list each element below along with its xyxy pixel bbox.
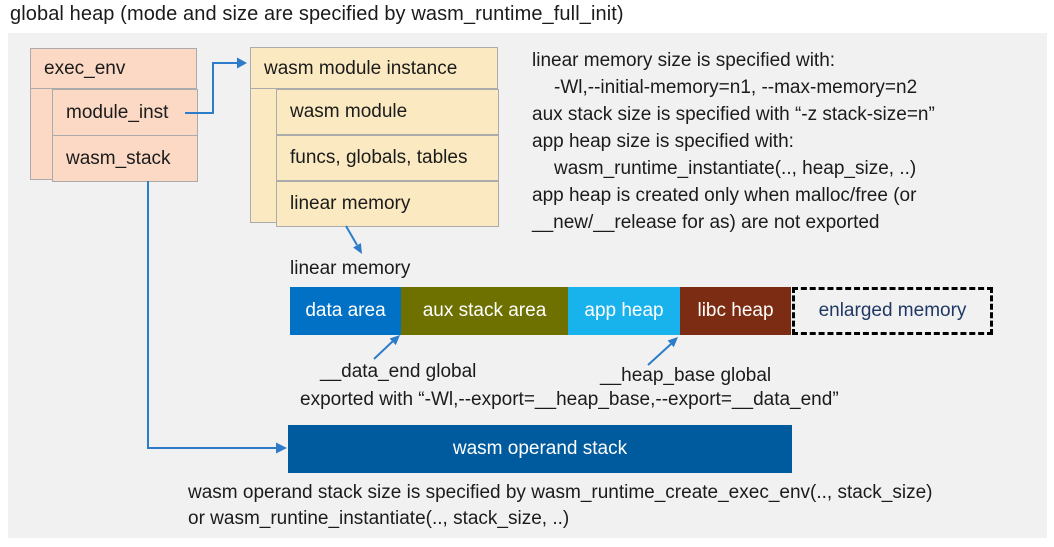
segment-libc-heap: libc heap [680, 287, 791, 335]
notes-right: linear memory size is specified with: -W… [532, 47, 1042, 236]
segment-data-area: data area [290, 287, 401, 335]
segment-app-heap: app heap [568, 287, 680, 335]
module-instance-row-funcs-globals-tables: funcs, globals, tables [276, 135, 499, 181]
data-end-global-label: __data_end global [320, 361, 477, 382]
note-line: wasm operand stack size is specified by … [188, 482, 933, 503]
note-line: linear memory size is specified with: [532, 50, 836, 71]
segment-enlarged-memory: enlarged memory [792, 287, 993, 335]
notes-bottom: wasm operand stack size is specified by … [188, 480, 933, 532]
exec-env-row-wasm-stack: wasm_stack [52, 135, 198, 182]
exec-env-box: exec_env module_inst wasm_stack [30, 48, 198, 182]
note-line: __new/__release for as) are not exported [532, 212, 880, 233]
note-line: or wasm_runtine_instantiate(.., stack_si… [188, 508, 570, 529]
exec-env-header: exec_env [31, 49, 196, 89]
module-instance-header: wasm module instance [251, 48, 497, 89]
note-line: app heap size is specified with: [532, 131, 794, 152]
diagram-title: global heap (mode and size are specified… [10, 3, 624, 25]
module-instance-row-linear-memory: linear memory [276, 181, 499, 227]
module-instance-box: wasm module instance wasm module funcs, … [250, 47, 499, 227]
note-line: app heap is created only when malloc/fre… [532, 185, 917, 206]
note-line: -Wl,--initial-memory=n1, --max-memory=n2 [554, 77, 918, 98]
note-line: wasm_runtime_instantiate(.., heap_size, … [554, 158, 917, 179]
heap-base-global-label: __heap_base global [600, 365, 772, 386]
module-instance-row-wasm-module: wasm module [276, 89, 499, 135]
export-flags-label: exported with “-Wl,--export=__heap_base,… [300, 389, 839, 410]
wasm-operand-stack-box: wasm operand stack [288, 425, 792, 473]
linear-memory-label: linear memory [290, 258, 411, 279]
exec-env-row-module-inst: module_inst [52, 89, 198, 136]
note-line: aux stack size is specified with “-z sta… [532, 104, 935, 125]
segment-aux-stack-area: aux stack area [401, 287, 568, 335]
